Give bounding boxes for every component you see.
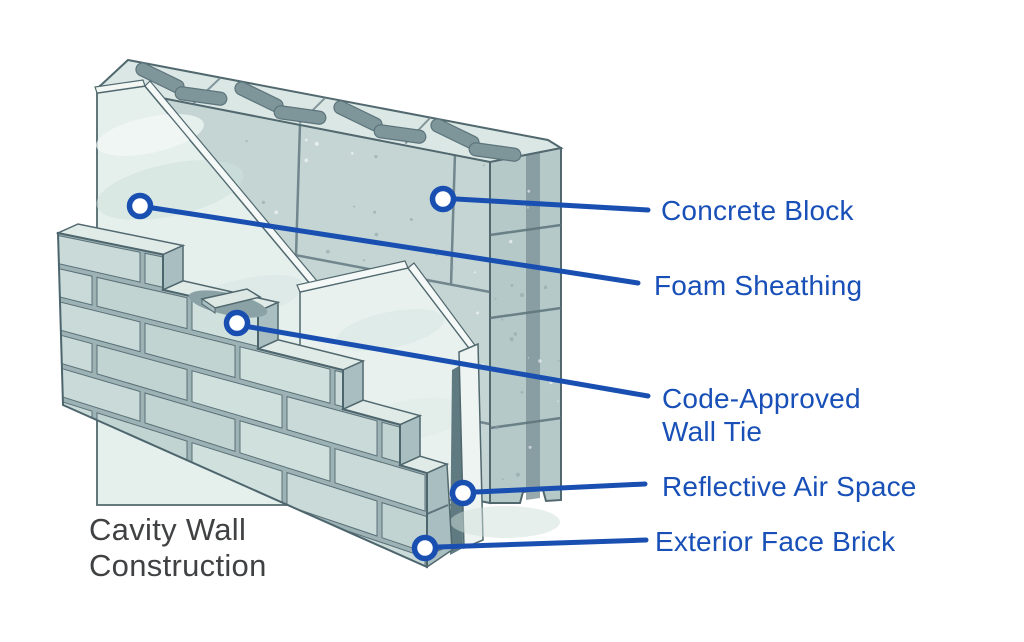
block-core-hole [273,105,327,125]
wall-tie-plate-edge [201,298,216,314]
block-end-joints [489,223,562,430]
brick [58,366,141,422]
air-gap [450,365,463,555]
callout-dot-foam-sheathing [126,192,154,220]
block-core-hole [373,124,427,144]
brick [96,344,188,401]
leader-line-wall-tie [247,324,651,399]
brick [334,448,426,512]
label-exterior-face-brick: Exterior Face Brick [655,526,896,557]
callout-lines [150,196,651,550]
label-code-approved-wall-tie: Code-Approved Wall Tie [662,382,861,448]
brick [58,300,141,353]
brick [286,395,378,457]
brick [58,267,93,306]
ground-wash [450,506,560,538]
block-core-hole [174,86,228,106]
brick [382,583,427,635]
brick [286,471,378,537]
label-wall-tie-line2: Wall Tie [662,416,763,447]
label-reflective-air-space: Reflective Air Space [662,471,917,502]
brick [58,234,141,283]
leader-line-reflective-air-space [473,481,648,495]
brick [239,346,331,404]
block-core-holes [135,62,522,162]
brick [58,333,93,374]
diagram-title: Cavity Wall Construction [89,512,267,584]
leader-line-concrete-block [453,196,651,213]
label-concrete-block: Concrete Block [661,195,854,226]
leader-line-foam-sheathing [150,205,641,286]
brick [96,276,188,330]
label-foam-sheathing: Foam Sheathing [654,270,863,301]
brick [239,420,331,482]
brick [144,392,236,452]
callout-dot-wall-tie [223,309,251,337]
callout-dot-exterior-face-brick [411,534,439,562]
callout-dot-reflective-air-space [449,479,477,507]
diagram-title-line1: Cavity Wall [89,512,247,547]
callout-circles [126,185,477,562]
brick [58,465,93,509]
label-wall-tie-line1: Code-Approved [662,383,861,414]
callout-dot-concrete-block [429,185,457,213]
brick-wall-outline [56,231,428,569]
leader-line-exterior-face-brick [435,537,649,550]
block-core-hole [468,142,522,162]
foam-top-edge [94,79,146,94]
brick [286,547,378,567]
block-end-groove [526,151,540,500]
brick [144,322,236,379]
diagram-title-line2: Construction [89,548,267,583]
foam-wedge-edge-left [296,260,409,293]
wall-tie [188,288,268,318]
brick [191,370,283,429]
